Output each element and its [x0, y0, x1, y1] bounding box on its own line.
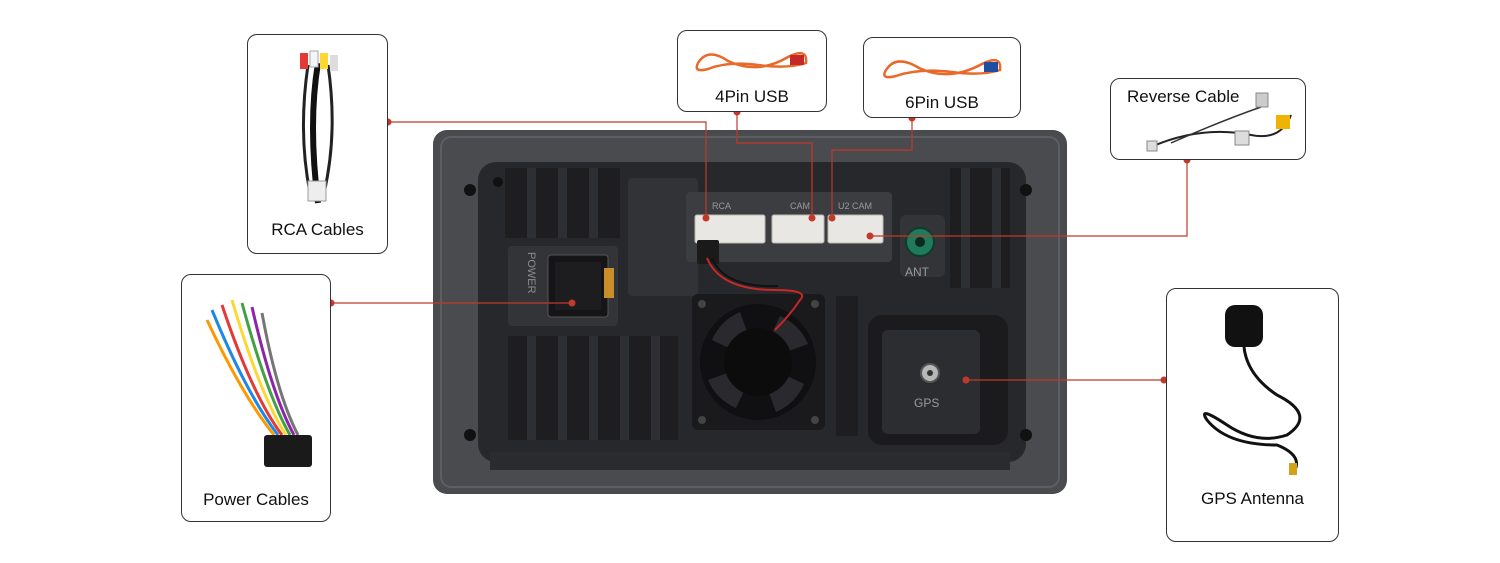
callout-reverse-cable: Reverse Cable [1110, 78, 1306, 160]
cam-port-label: CAM [790, 201, 810, 211]
6pin-usb-caption: 6Pin USB [905, 93, 979, 112]
reverse-cable-image [1146, 92, 1292, 152]
callout-6pin-usb: 6Pin USB [863, 37, 1021, 118]
gps-port-label: GPS [914, 396, 939, 410]
usb-cable-wire [706, 257, 804, 331]
leader-line-6pin-usb [831, 118, 913, 218]
gps-port-area: GPS [868, 315, 1008, 445]
screw [464, 429, 476, 441]
connector-panel: RCA CAM U2 CAM ANT [628, 178, 945, 296]
screw [1020, 184, 1032, 196]
antenna-port-label: ANT [905, 265, 930, 279]
screw [1020, 429, 1032, 441]
upper-left-ribs [505, 168, 620, 238]
cooling-fan [692, 294, 825, 430]
screw [464, 184, 476, 196]
lower-left-ribs [508, 336, 678, 440]
reverse-cable-caption: Reverse Cable [1127, 87, 1240, 106]
power-port-label: POWER [525, 252, 537, 294]
upper-right-ribs [950, 168, 1010, 288]
screw [493, 177, 503, 187]
leader-lines [331, 112, 1188, 381]
lower-mid-ribs [836, 296, 858, 436]
cam-connector [771, 214, 825, 244]
gps-antenna-image [1203, 305, 1302, 475]
gps-antenna-caption: GPS Antenna [1200, 489, 1305, 508]
power-harness-image [205, 299, 312, 467]
callout-gps-antenna: GPS Antenna [1166, 288, 1339, 542]
rca-cables-caption: RCA Cables [271, 220, 364, 239]
leader-line-rca [388, 121, 707, 218]
usb-6pin-cable-image [883, 58, 1002, 79]
power-cables-caption: Power Cables [203, 490, 309, 509]
power-port-area: POWER [508, 246, 618, 326]
leader-line-reverse [870, 160, 1188, 237]
leader-line-4pin-usb [736, 112, 813, 218]
callout-power-cables: Power Cables [181, 274, 331, 522]
usb-4pin-plug [697, 240, 719, 264]
u2-cam-connector [827, 214, 884, 244]
u2-cam-port-label: U2 CAM [838, 201, 872, 211]
4pin-usb-caption: 4Pin USB [715, 87, 789, 106]
callout-rca-cables: RCA Cables [247, 34, 388, 254]
callout-4pin-usb: 4Pin USB [677, 30, 827, 112]
usb-4pin-cable-image [695, 51, 808, 72]
rca-cable-bundle-image [300, 50, 338, 204]
rca-port-label: RCA [712, 201, 731, 211]
rca-connector [694, 214, 766, 244]
